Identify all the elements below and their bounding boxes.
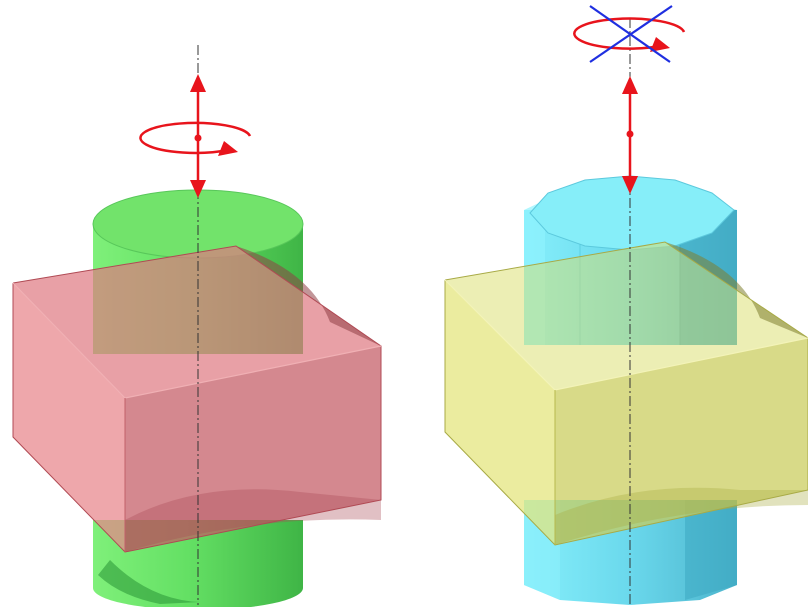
left-transparent-box [12,245,382,553]
right-translation-arrow [622,76,638,194]
left-figure [12,45,382,607]
left-rotation-arrow [139,121,252,156]
right-transparent-box [444,241,808,546]
right-figure [444,5,808,605]
left-translation-arrow [190,74,206,198]
right-rotation-arrow-blocked [573,5,686,63]
